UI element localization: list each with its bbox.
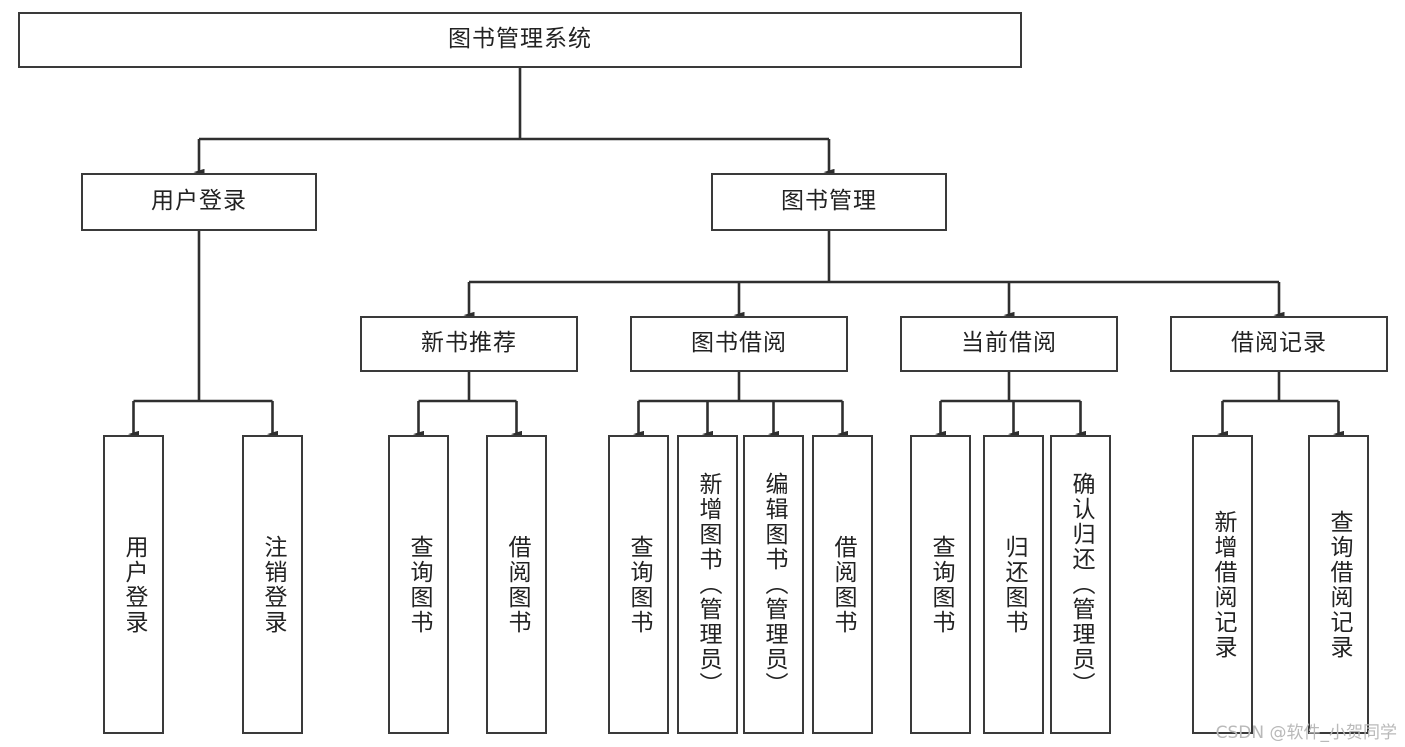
node-label: 查询图书 [626,534,653,635]
node-label: 图书借阅 [691,330,787,357]
node-label: 查询图书 [406,534,433,635]
node-label: 新增图书（管理员） [695,472,722,697]
node-label: 归还图书 [1001,534,1028,635]
node-new-book-rec[interactable]: 新书推荐 [360,316,578,372]
node-current-borrow[interactable]: 当前借阅 [900,316,1118,372]
node-leaf-query-book-cb[interactable]: 查询图书 [910,435,971,734]
node-label: 注销登录 [260,534,287,635]
node-book-manage[interactable]: 图书管理 [711,173,947,231]
node-label: 用户登录 [151,188,247,215]
node-leaf-query-record[interactable]: 查询借阅记录 [1308,435,1369,734]
node-label: 编辑图书（管理员） [761,472,788,697]
node-label: 图书管理系统 [448,26,592,53]
node-leaf-return-book[interactable]: 归还图书 [983,435,1044,734]
node-leaf-borrow-book-rec[interactable]: 借阅图书 [486,435,547,734]
node-label: 查询图书 [928,534,955,635]
node-label: 确认归还（管理员） [1068,472,1095,697]
node-leaf-query-book-br[interactable]: 查询图书 [608,435,669,734]
node-leaf-add-book[interactable]: 新增图书（管理员） [677,435,738,734]
node-leaf-borrow-book-br[interactable]: 借阅图书 [812,435,873,734]
node-user-login[interactable]: 用户登录 [81,173,317,231]
node-label: 新书推荐 [421,330,517,357]
node-label: 用户登录 [121,534,148,635]
node-leaf-edit-book[interactable]: 编辑图书（管理员） [743,435,804,734]
node-label: 图书管理 [781,188,877,215]
node-root[interactable]: 图书管理系统 [18,12,1022,68]
node-leaf-confirm-return[interactable]: 确认归还（管理员） [1050,435,1111,734]
node-label: 借阅图书 [830,534,857,635]
node-leaf-add-record[interactable]: 新增借阅记录 [1192,435,1253,734]
node-leaf-user-login[interactable]: 用户登录 [103,435,164,734]
node-label: 借阅记录 [1231,330,1327,357]
node-label: 当前借阅 [961,330,1057,357]
node-borrow-record[interactable]: 借阅记录 [1170,316,1388,372]
node-label: 新增借阅记录 [1210,509,1237,660]
node-leaf-query-book-rec[interactable]: 查询图书 [388,435,449,734]
node-book-borrow[interactable]: 图书借阅 [630,316,848,372]
node-label: 查询借阅记录 [1326,509,1353,660]
node-label: 借阅图书 [504,534,531,635]
watermark-text: CSDN @软件_小贺同学 [1215,723,1397,743]
node-leaf-user-logout[interactable]: 注销登录 [242,435,303,734]
